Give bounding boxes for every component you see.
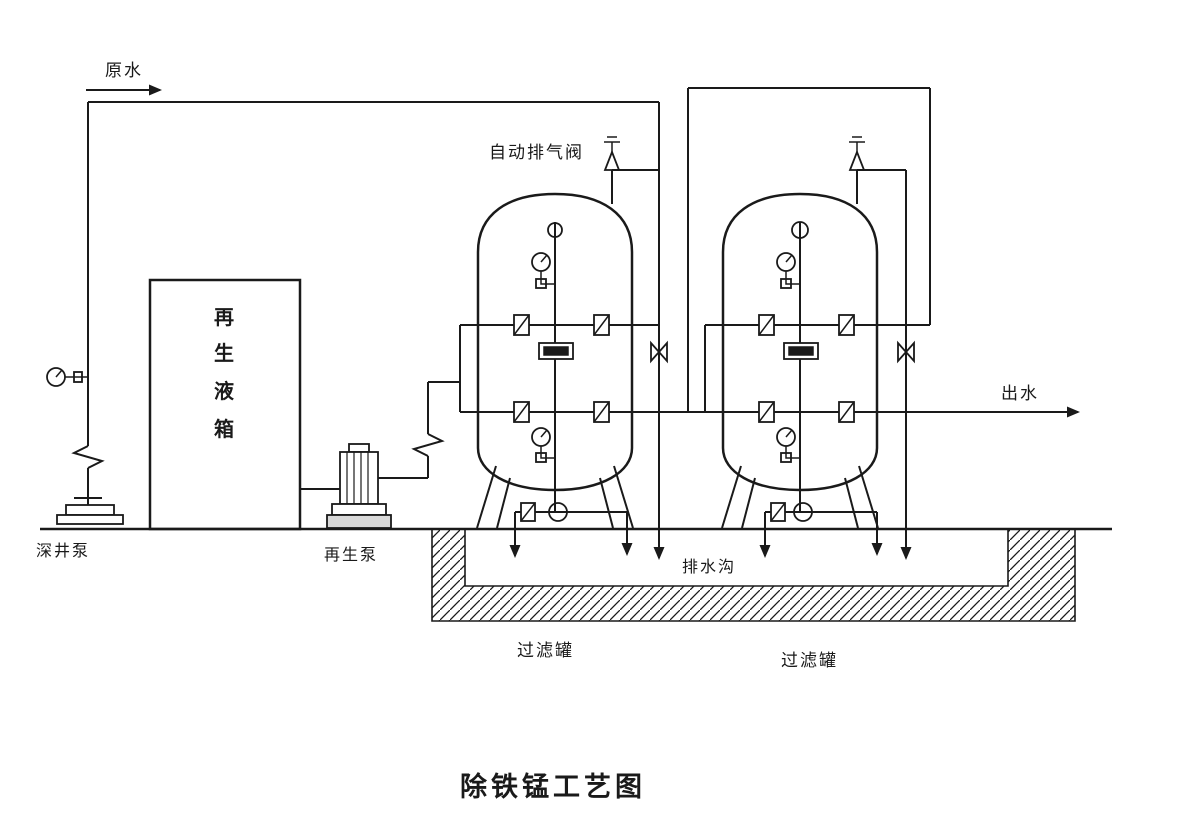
valve-upper-left [513,314,530,336]
drain-valve-bottom [770,502,786,522]
valve-diagonal [838,314,855,336]
motor-cap [348,443,370,453]
deep-well-pump-assembly: 深井泵 [36,102,124,560]
pressure-gauge-lower [531,427,555,463]
auto-exhaust-valve-2 [848,136,906,204]
drain-valve-icon [650,340,661,364]
gauge-fitting [780,278,792,289]
vessel-leg [496,477,511,529]
gauge-needle [540,254,548,263]
distributor-core [788,346,814,356]
auto-exhaust-valve-label: 自动排气阀 [489,143,584,162]
gauge-fitting [535,278,547,289]
gauge-needle [540,429,548,438]
valve-diagonal [838,401,855,423]
gauge-needle [55,369,63,378]
vessel-leg [476,465,497,529]
regen-tank-label-char2: 生 [214,342,234,365]
pressure-gauge-well [46,367,88,387]
valve-lower-right [838,401,855,423]
drain-ditch-label: 排水沟 [682,558,736,576]
valve-diagonal [520,502,536,522]
pressure-gauge-upper [531,252,555,289]
regeneration-pump-assembly: 再生泵 [300,381,460,564]
vessel-shell [476,192,634,492]
exhaust-valve-icon [848,149,866,171]
raw-water-label: 原水 [105,61,143,80]
gauge-stem [540,271,555,285]
drain-valve-icon [904,340,915,364]
drainage-trench: 排水沟 [431,528,1076,622]
valve-lower-left [758,401,775,423]
vessel-leg [844,477,859,529]
valve-diagonal [770,502,786,522]
auto-exhaust-valve-1 [603,136,659,204]
regen-pump-label: 再生泵 [324,546,378,564]
valve-lower-left [513,401,530,423]
filter-tank-2-label: 过滤罐 [781,651,838,670]
filter-vessel-2 [704,136,930,560]
valve-upper-right [593,314,610,336]
regen-tank-body [148,278,302,531]
vessel-shell [721,192,879,492]
backwash-drain-1 [650,102,668,560]
pump-pedestal [331,503,387,516]
gauge-stem [785,271,800,285]
sight-glass-icon [548,502,568,522]
gauge-stem [540,446,555,459]
diagram-title: 除铁锰工艺图 [460,771,646,802]
vessel-leg [599,477,614,529]
gauge-stem [785,446,800,459]
pressure-gauge-upper [776,252,800,289]
drain-valve-bottom [520,502,536,522]
valve-diagonal [758,401,775,423]
valve-diagonal [513,314,530,336]
top-fitting-icon [547,222,563,238]
backwash-drain-2 [897,170,915,560]
gauge-fitting [73,371,83,383]
pump-foundation [326,514,392,529]
raw-water-inlet: 原水 [86,61,659,103]
pressure-gauge-lower [776,427,800,463]
pump-body [65,504,115,516]
valve-diagonal [758,314,775,336]
distributor-box [538,342,574,360]
filter-vessel-1 [460,102,668,560]
gauge-fitting [780,452,792,463]
vessel-leg [858,465,879,529]
regeneration-tank: 再 生 液 箱 [148,278,302,531]
drain-valve-icon [657,340,668,364]
gauge-needle [785,429,793,438]
valve-upper-left [758,314,775,336]
top-fitting-icon [791,221,809,239]
drain-valve-icon [897,340,908,364]
distributor-core [543,346,569,356]
regen-tank-label-char4: 箱 [214,417,234,441]
vessel-leg [613,465,634,529]
trench-hatch-wall [431,528,1076,622]
deep-well-pump-label: 深井泵 [36,542,90,560]
filter-tank-1-label: 过滤罐 [517,641,574,660]
main-piping: 出水 [459,87,1080,418]
vessel-leg [721,465,742,529]
vessel-leg [741,477,756,529]
sight-glass-icon [793,502,813,522]
outlet-water-label: 出水 [1001,384,1039,403]
valve-upper-right [838,314,855,336]
motor-body [339,451,379,505]
valve-lower-right [593,401,610,423]
flexible-joint-icon [71,445,105,469]
exhaust-valve-icon [603,149,621,171]
gauge-needle [785,254,793,263]
valve-diagonal [593,314,610,336]
valve-diagonal [513,401,530,423]
flexible-joint-icon [411,433,445,457]
regen-tank-label-char3: 液 [214,379,235,403]
gauge-fitting [535,452,547,463]
pump-base-plate [56,514,124,525]
valve-diagonal [593,401,610,423]
regen-tank-label-char1: 再 [214,307,234,329]
distributor-box [783,342,819,360]
